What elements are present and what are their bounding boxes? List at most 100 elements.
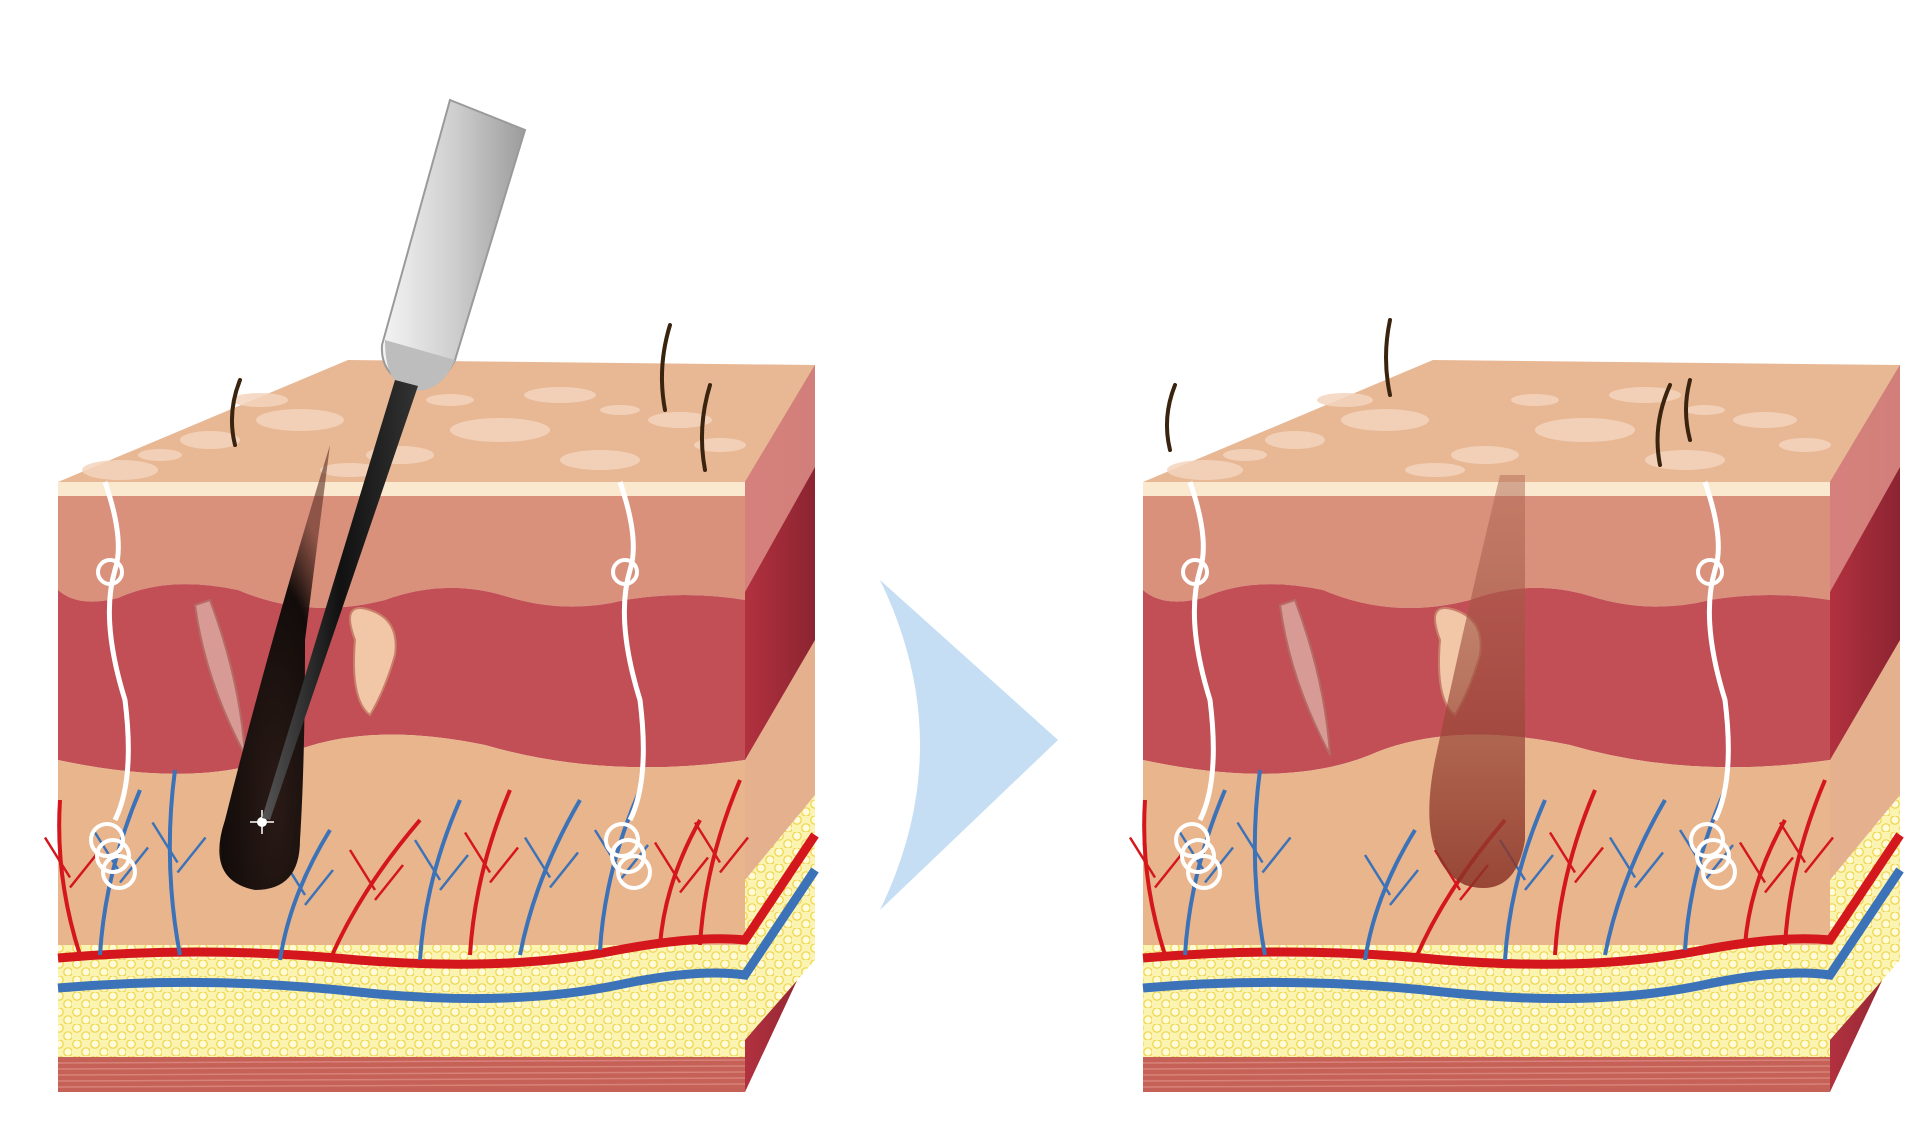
electrolysis-needle-icon: [262, 98, 527, 820]
muscle-fiber: [57, 1083, 746, 1088]
capillary-twig: [439, 854, 469, 891]
muscle-fiber: [1142, 1083, 1831, 1088]
hair-strand-icon: [1655, 383, 1672, 467]
skin-pore: [694, 438, 746, 452]
nerve-ending: [95, 838, 131, 874]
capillary-twig: [348, 849, 377, 891]
chevron-right-arrow-icon: [880, 580, 1058, 910]
skin-pore: [1779, 438, 1831, 452]
muscle-fiber: [57, 1077, 746, 1082]
muscle-fiber: [1142, 1077, 1831, 1082]
skin-pore: [1223, 449, 1267, 461]
side-face-upper: [745, 365, 815, 592]
nerve-ending: [610, 838, 646, 874]
capillary-twig: [1548, 831, 1577, 874]
nerve-ending: [1701, 854, 1737, 890]
capillary-twig: [489, 846, 519, 884]
nerve-coil: [96, 558, 124, 586]
nerve-ending: [89, 822, 125, 858]
epidermis-line: [1143, 482, 1830, 496]
skin-pore: [1341, 409, 1429, 431]
capillary-twig: [1389, 869, 1419, 906]
capillary-twig: [413, 839, 442, 881]
capillary-artery: [1553, 789, 1597, 956]
capillary-vein: [1603, 798, 1667, 956]
hair-strand-icon: [1165, 383, 1177, 452]
capillary-twig: [549, 851, 579, 889]
capillary-artery: [328, 818, 422, 961]
main-artery: [57, 832, 819, 969]
capillary-artery: [1142, 799, 1167, 956]
skin-pore: [232, 393, 288, 407]
capillary-vein: [1363, 828, 1417, 961]
skin-pore: [426, 394, 474, 406]
hair-strand-icon: [699, 383, 712, 472]
capillary-twig: [1154, 851, 1184, 889]
muscle-fiber: [57, 1071, 746, 1076]
capillary-twig: [1764, 856, 1794, 894]
capillary-twig: [653, 841, 682, 884]
skin-pore: [1511, 394, 1559, 406]
capillary-twig: [69, 851, 99, 889]
capillary-twig: [43, 836, 72, 879]
nerve-ending: [1689, 822, 1725, 858]
hair-strand-icon: [230, 378, 242, 447]
skin-pore: [1265, 431, 1325, 449]
capillary-vein: [167, 769, 182, 956]
skin-pore: [320, 463, 380, 477]
nerve-fiber: [102, 481, 131, 822]
probe-tip-holder: [385, 340, 455, 391]
main-vein: [57, 867, 819, 1004]
nerve-coil: [611, 558, 639, 586]
nerve-ending: [604, 822, 640, 858]
skin-pore: [256, 409, 344, 431]
skin-pore: [180, 431, 240, 449]
skin-pore: [648, 412, 712, 428]
capillary-twig: [374, 864, 404, 901]
capillary-twig: [463, 831, 492, 874]
hair-strand-icon: [1384, 318, 1392, 397]
nerve-ending: [1180, 838, 1216, 874]
nerve-ending: [1695, 838, 1731, 874]
muscle-fiber: [57, 1059, 746, 1064]
capillary-twig: [1236, 821, 1264, 864]
nerve-fiber: [617, 481, 646, 822]
capillary-twig: [1738, 841, 1767, 884]
probe-spark: [250, 810, 274, 834]
capillary-artery: [57, 799, 82, 956]
hair-follicle: [219, 445, 330, 890]
main-artery: [1142, 832, 1904, 969]
capillary-twig: [93, 831, 122, 874]
skin-surface: [58, 360, 815, 482]
hair-strand-icon: [659, 323, 672, 412]
skin-pore: [1405, 463, 1465, 477]
capillary-twig: [1574, 846, 1604, 884]
skin-pore: [1451, 446, 1519, 464]
capillary-twig: [523, 836, 552, 879]
nerve-ending: [1186, 854, 1222, 890]
probe-needle: [262, 380, 418, 820]
side-face-upper: [1830, 365, 1900, 592]
capillary-twig: [176, 836, 207, 874]
muscle-fiber: [1142, 1065, 1831, 1070]
capillary-twig: [1778, 821, 1807, 864]
capillary-twig: [1524, 854, 1554, 891]
panel-before: [43, 98, 819, 1092]
skin-pore: [450, 418, 550, 442]
capillary-twig: [1804, 836, 1834, 874]
capillary-vein: [418, 799, 462, 961]
capillary-artery: [468, 789, 512, 956]
capillary-vein: [278, 828, 332, 961]
capillary-twig: [693, 821, 722, 864]
capillary-vein: [518, 798, 582, 956]
capillary-twig: [1634, 851, 1664, 889]
sebaceous-gland: [349, 607, 397, 717]
capillary-twig: [1178, 831, 1207, 874]
muscle-fiber: [1142, 1059, 1831, 1064]
skin-pore: [138, 449, 182, 461]
capillary-artery: [1743, 819, 1787, 946]
panel-after: [1128, 318, 1904, 1092]
nerve-ending: [616, 854, 652, 890]
muscle-fiber: [57, 1065, 746, 1070]
